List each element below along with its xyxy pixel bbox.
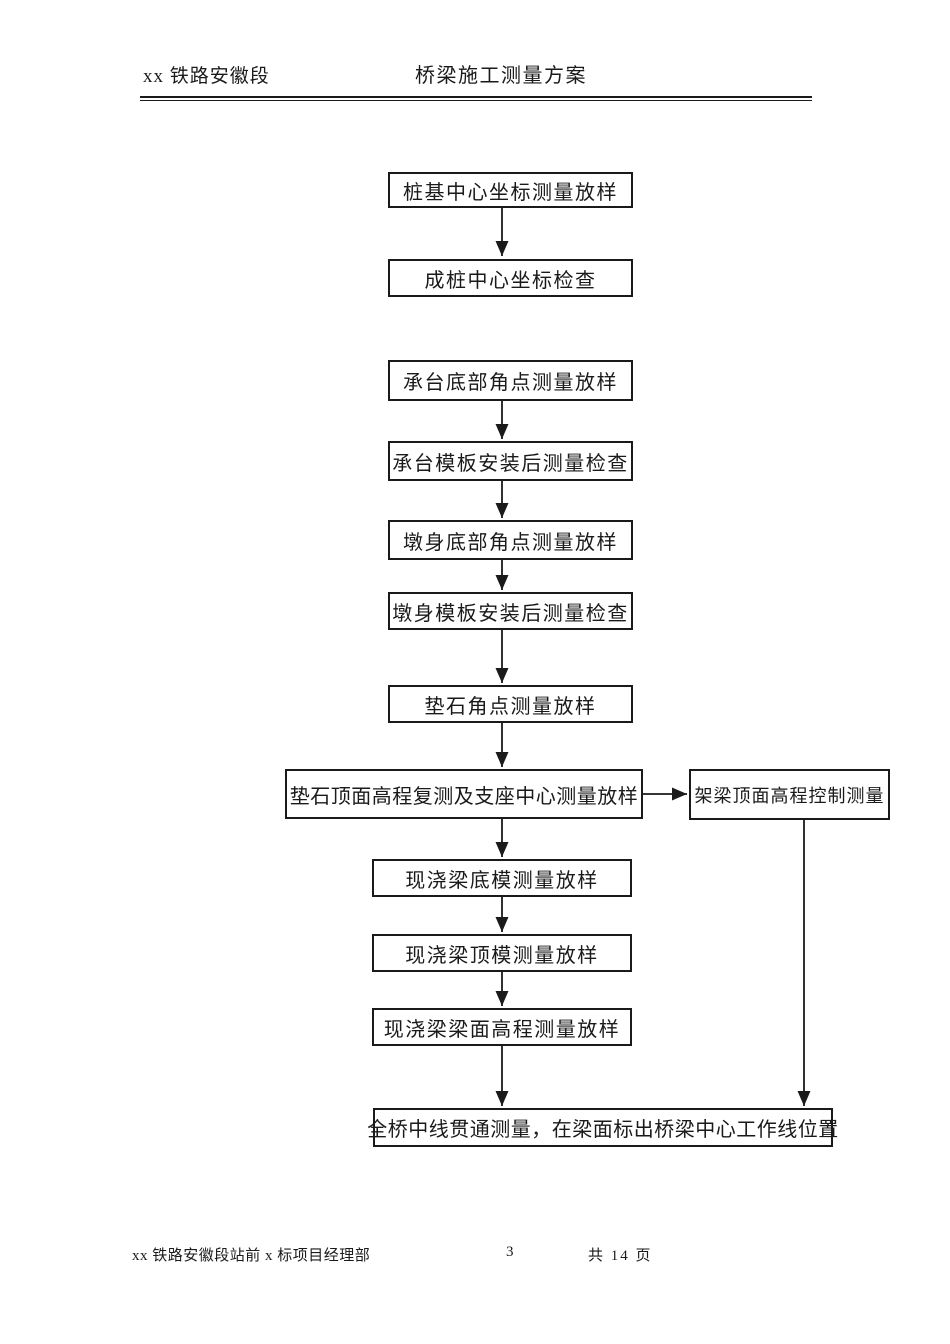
footer-page-total: 共 14 页 [588,1248,653,1264]
flow-node-cap-formwork-check: 承台模板安装后测量检查 [388,441,633,481]
flow-node-pad-stone-corner-layout: 垫石角点测量放样 [388,685,633,723]
footer-department: xx 铁路安徽段站前 x 标项目经理部 [132,1248,371,1264]
flow-node-pad-stone-elevation-bearing-layout: 垫石顶面高程复测及支座中心测量放样 [285,769,643,819]
footer-page-number: 3 [506,1244,514,1260]
flow-node-cap-bottom-corner-layout: 承台底部角点测量放样 [388,360,633,401]
flow-node-pier-bottom-corner-layout: 墩身底部角点测量放样 [388,520,633,560]
flow-node-pile-center-layout: 桩基中心坐标测量放样 [388,172,633,208]
flow-node-cast-beam-top-form-layout: 现浇梁顶模测量放样 [372,934,632,972]
flow-node-pier-formwork-check: 墩身模板安装后测量检查 [388,592,633,630]
flow-node-cast-beam-bottom-form-layout: 现浇梁底模测量放样 [372,859,632,897]
flow-node-girder-erection-elevation-control: 架梁顶面高程控制测量 [689,769,890,820]
flow-node-pile-center-check: 成桩中心坐标检查 [388,259,633,297]
header-divider-rule [140,96,812,101]
flow-node-beam-surface-elevation-layout: 现浇梁梁面高程测量放样 [372,1008,632,1046]
header-doc-title: 桥梁施工测量方案 [415,65,587,87]
header-project-name: xx 铁路安徽段 [143,66,270,87]
flow-node-bridge-centerline-through-survey: 全桥中线贯通测量，在梁面标出桥梁中心工作线位置 [367,1108,838,1147]
